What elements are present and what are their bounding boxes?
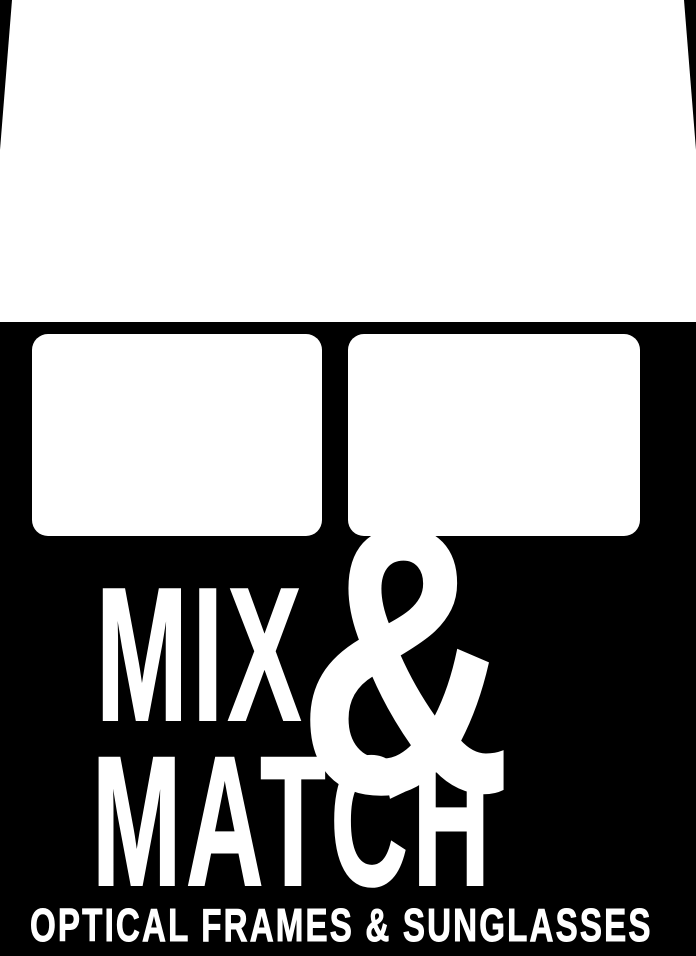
match-wordmark: MATCH — [91, 719, 495, 925]
ampersand-mark: & — [297, 447, 513, 872]
right-lens-shape — [348, 334, 640, 536]
tagline-text: OPTICAL FRAMES & SUNGLASSES — [30, 899, 653, 951]
left-lens-shape — [32, 334, 322, 536]
mix-wordmark: MIX — [95, 549, 306, 761]
brow-bar-shape — [0, 0, 696, 322]
